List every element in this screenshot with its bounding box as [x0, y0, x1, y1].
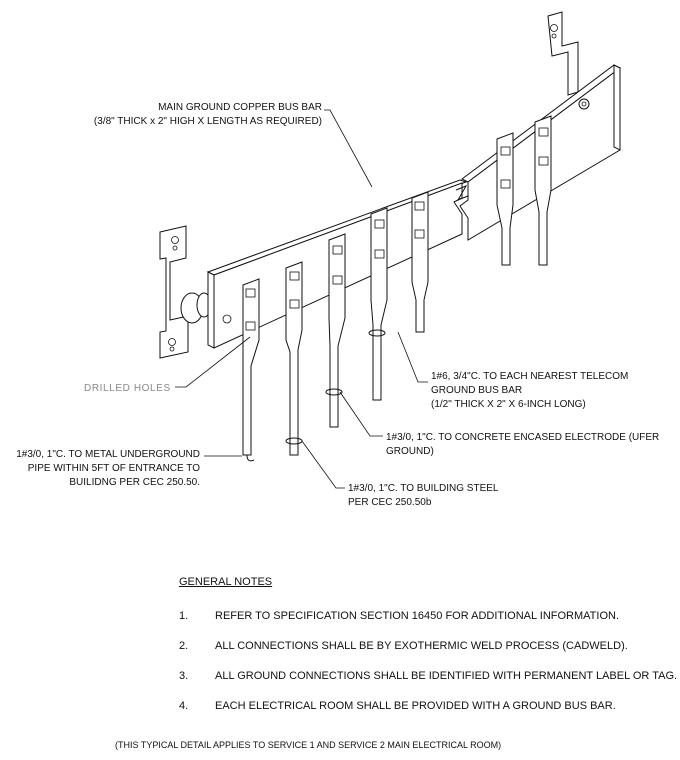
note-text: REFER TO SPECIFICATION SECTION 16450 FOR… [215, 610, 620, 622]
telecom-label-line2: GROUND BUS BAR [431, 385, 522, 396]
general-notes-section: GENERAL NOTES 1. REFER TO SPECIFICATION … [0, 560, 680, 760]
telecom-label-line1: 1#6, 3/4"C. TO EACH NEAREST TELECOM [431, 371, 628, 382]
telecom-label-line3: (1/2" THICK X 2" X 6-INCH LONG) [431, 399, 586, 410]
connector-lug-5 [411, 191, 429, 333]
ufer-label-line1: 1#3/0, 1"C. TO CONCRETE ENCASED ELECTROD… [386, 432, 659, 443]
connector-lug-1 [222, 278, 260, 462]
bus-bar-label-line1: MAIN GROUND COPPER BUS BAR [158, 102, 322, 113]
note-text: EACH ELECTRICAL ROOM SHALL BE PROVIDED W… [215, 700, 616, 712]
leader-lines [175, 109, 428, 489]
note-number: 3. [179, 670, 189, 682]
applicability-footnote: (THIS TYPICAL DETAIL APPLIES TO SERVICE … [115, 740, 502, 750]
connector-lug-7 [534, 115, 552, 266]
note-text: ALL CONNECTIONS SHALL BE BY EXOTHERMIC W… [215, 640, 628, 652]
note-number: 2. [179, 640, 189, 652]
right-mounting-bracket [547, 11, 579, 96]
telecom-callout: 1#6, 3/4"C. TO EACH NEAREST TELECOM GROU… [431, 371, 628, 410]
left-mounting-bracket [159, 225, 189, 359]
pipe-label-line1: 1#3/0, 1"C. TO METAL UNDERGROUND [16, 449, 200, 460]
general-notes-title: GENERAL NOTES [179, 576, 273, 588]
bus-bar-detail-svg: MAIN GROUND COPPER BUS BAR (3/8" THICK x… [16, 11, 659, 508]
ufer-callout: 1#3/0, 1"C. TO CONCRETE ENCASED ELECTROD… [386, 432, 659, 457]
note-text: ALL GROUND CONNECTIONS SHALL BE IDENTIFI… [215, 670, 678, 682]
connector-lug-2 [285, 261, 303, 456]
drilled-holes-label: DRILLED HOLES [84, 383, 171, 394]
connector-lug-4 [368, 207, 388, 401]
metal-pipe-callout: 1#3/0, 1"C. TO METAL UNDERGROUND PIPE WI… [16, 449, 200, 488]
note-number: 4. [179, 700, 189, 712]
bus-bar-callout: MAIN GROUND COPPER BUS BAR (3/8" THICK x… [94, 102, 322, 127]
building-steel-callout: 1#3/0, 1"C. TO BUILDING STEEL PER CEC 25… [348, 483, 499, 508]
connector-lug-6 [496, 132, 514, 266]
bus-bar-label-line2: (3/8" THICK x 2" HIGH X LENGTH AS REQUIR… [94, 116, 322, 127]
bus-bar-detail-drawing: MAIN GROUND COPPER BUS BAR (3/8" THICK x… [16, 11, 659, 508]
connector-lug-3 [325, 233, 346, 428]
pipe-label-line3: BUILIDNG PER CEC 250.50. [69, 477, 200, 488]
steel-label-line2: PER CEC 250.50b [348, 497, 432, 508]
standoff-insulator [180, 292, 212, 324]
pipe-label-line2: PIPE WITHIN 5FT OF ENTRANCE TO [28, 463, 200, 474]
steel-label-line1: 1#3/0, 1"C. TO BUILDING STEEL [348, 483, 499, 494]
note-number: 1. [179, 610, 189, 622]
ufer-label-line2: GROUND) [386, 446, 434, 457]
